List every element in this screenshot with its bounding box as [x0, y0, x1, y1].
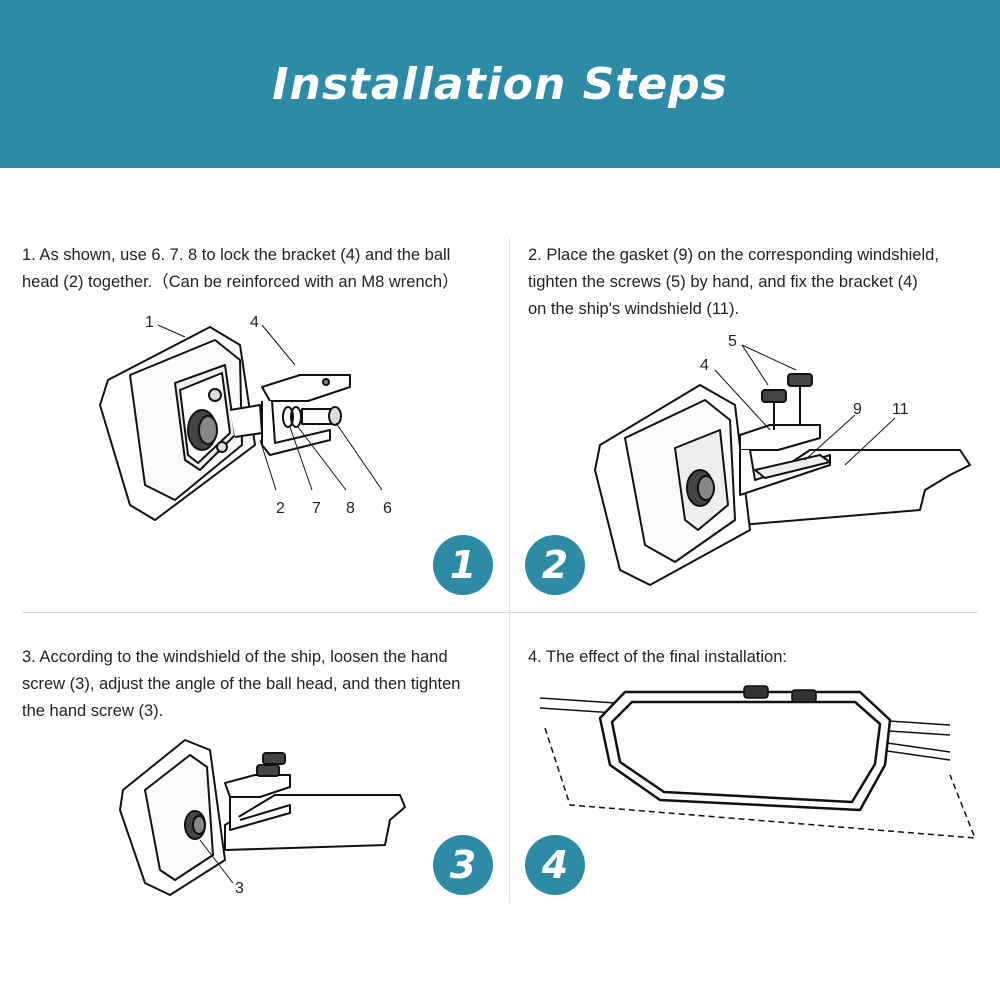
step-2-line-2: tighten the screws (5) by hand, and fix …: [528, 273, 918, 291]
bracket: [261, 374, 351, 402]
hand-screw: [787, 373, 813, 387]
windshield-plate: [734, 449, 971, 526]
step-4-badge: 4: [525, 835, 585, 895]
mirror-glass: [610, 700, 882, 804]
step-3-instructions: 3. According to the windshield of the sh…: [22, 644, 502, 725]
callout-4: 4: [250, 314, 259, 331]
windshield-plate: [224, 794, 406, 851]
callout-5: 5: [728, 333, 737, 350]
step-3-line-1: 3. According to the windshield of the sh…: [22, 648, 448, 666]
hand-screw: [791, 689, 817, 703]
step-2-instructions: 2. Place the gasket (9) on the correspon…: [528, 242, 988, 323]
step-1-line-2: head (2) together.（Can be reinforced wit…: [22, 273, 459, 291]
step-3-line-2: screw (3), adjust the angle of the ball …: [22, 675, 461, 693]
hand-screw: [743, 685, 769, 699]
callout-6: 6: [383, 500, 392, 517]
callout-2: 2: [276, 500, 285, 517]
hand-screw: [256, 764, 280, 777]
step-4-illustration: [540, 685, 977, 839]
step-1-instructions: 1. As shown, use 6. 7. 8 to lock the bra…: [22, 242, 502, 296]
vertical-divider: [509, 238, 510, 903]
horizontal-divider: [22, 612, 978, 613]
step-4-line-1: 4. The effect of the final installation:: [528, 648, 787, 666]
step-3-badge: 3: [433, 835, 493, 895]
callout-8: 8: [346, 500, 355, 517]
step-1-line-1: 1. As shown, use 6. 7. 8 to lock the bra…: [22, 246, 451, 264]
page-title: Installation Steps: [272, 58, 728, 110]
bracket: [224, 774, 291, 798]
step-2-badge: 2: [525, 535, 585, 595]
callout-9: 9: [853, 401, 862, 418]
hand-screw: [262, 752, 286, 765]
step-3-line-3: the hand screw (3).: [22, 702, 164, 720]
windshield-outline: [544, 727, 977, 839]
step-3-illustration: 3: [119, 739, 406, 897]
step-4-instructions: 4. The effect of the final installation:: [528, 644, 988, 671]
step-2-line-3: on the ship's windshield (11).: [528, 300, 740, 318]
gasket: [754, 454, 831, 479]
step-1-badge: 1: [433, 535, 493, 595]
header-banner: Installation Steps: [0, 0, 1000, 168]
hand-screw: [761, 389, 787, 403]
callout-7: 7: [312, 500, 321, 517]
callout-3: 3: [235, 880, 244, 897]
callout-1: 1: [145, 314, 154, 331]
bracket: [739, 424, 821, 451]
step-2-illustration: 5 4 9 11: [594, 333, 971, 586]
callout-11: 11: [892, 401, 909, 418]
step-1-illustration: 1 4 2 7 8 6: [99, 314, 392, 521]
callout-4: 4: [700, 357, 709, 374]
step-2-line-1: 2. Place the gasket (9) on the correspon…: [528, 246, 939, 264]
